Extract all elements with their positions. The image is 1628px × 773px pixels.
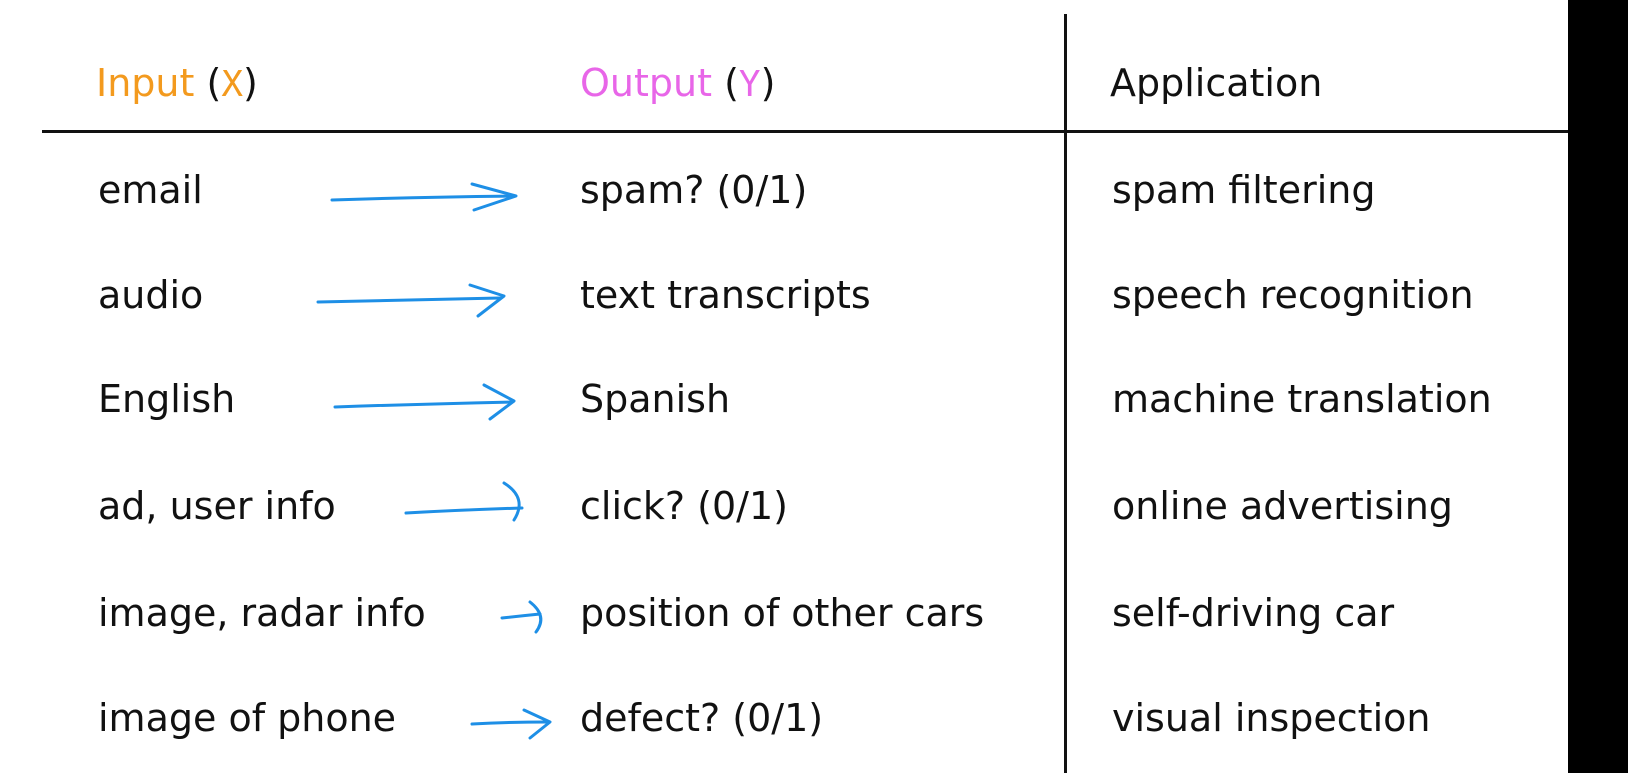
row-1-output: text transcripts: [580, 273, 871, 317]
row-0-arrow-icon: [330, 182, 518, 212]
header-input: Input (X): [96, 48, 258, 118]
row-4-input: image, radar info: [98, 591, 426, 635]
row-2-application: machine translation: [1112, 377, 1492, 421]
header-input-var-group: (X): [206, 61, 258, 105]
row-5-application: visual inspection: [1112, 696, 1431, 740]
row-2-output: Spanish: [580, 377, 731, 421]
row-5-output: defect? (0/1): [580, 696, 824, 740]
row-4-output: position of other cars: [580, 591, 985, 635]
header-output-var: Y: [738, 64, 761, 105]
header-output-var-group: (Y): [724, 61, 776, 105]
row-3-application: online advertising: [1112, 484, 1453, 528]
row-4-application: self-driving car: [1112, 591, 1395, 635]
row-4-arrow-icon: [500, 600, 543, 634]
slide: Input (X) Output (Y) Application email s…: [0, 0, 1568, 773]
row-0-input: email: [98, 168, 203, 212]
row-1-application: speech recognition: [1112, 273, 1474, 317]
row-3-input: ad, user info: [98, 484, 336, 528]
row-5-arrow-icon: [470, 708, 552, 740]
column-divider: [1064, 14, 1067, 773]
header-divider: [42, 130, 1568, 133]
row-3-arrow-icon: [404, 481, 524, 522]
header-input-var: X: [221, 64, 244, 105]
row-1-input: audio: [98, 273, 204, 317]
header-output-label: Output: [580, 61, 712, 105]
row-1-arrow-icon: [316, 283, 506, 318]
row-0-output: spam? (0/1): [580, 168, 808, 212]
header-application: Application: [1110, 61, 1323, 105]
row-3-output: click? (0/1): [580, 484, 788, 528]
header-output: Output (Y): [580, 48, 775, 118]
row-2-arrow-icon: [333, 383, 516, 421]
row-0-application: spam filtering: [1112, 168, 1376, 212]
header-input-label: Input: [96, 61, 195, 105]
row-5-input: image of phone: [98, 696, 397, 740]
row-2-input: English: [98, 377, 236, 421]
